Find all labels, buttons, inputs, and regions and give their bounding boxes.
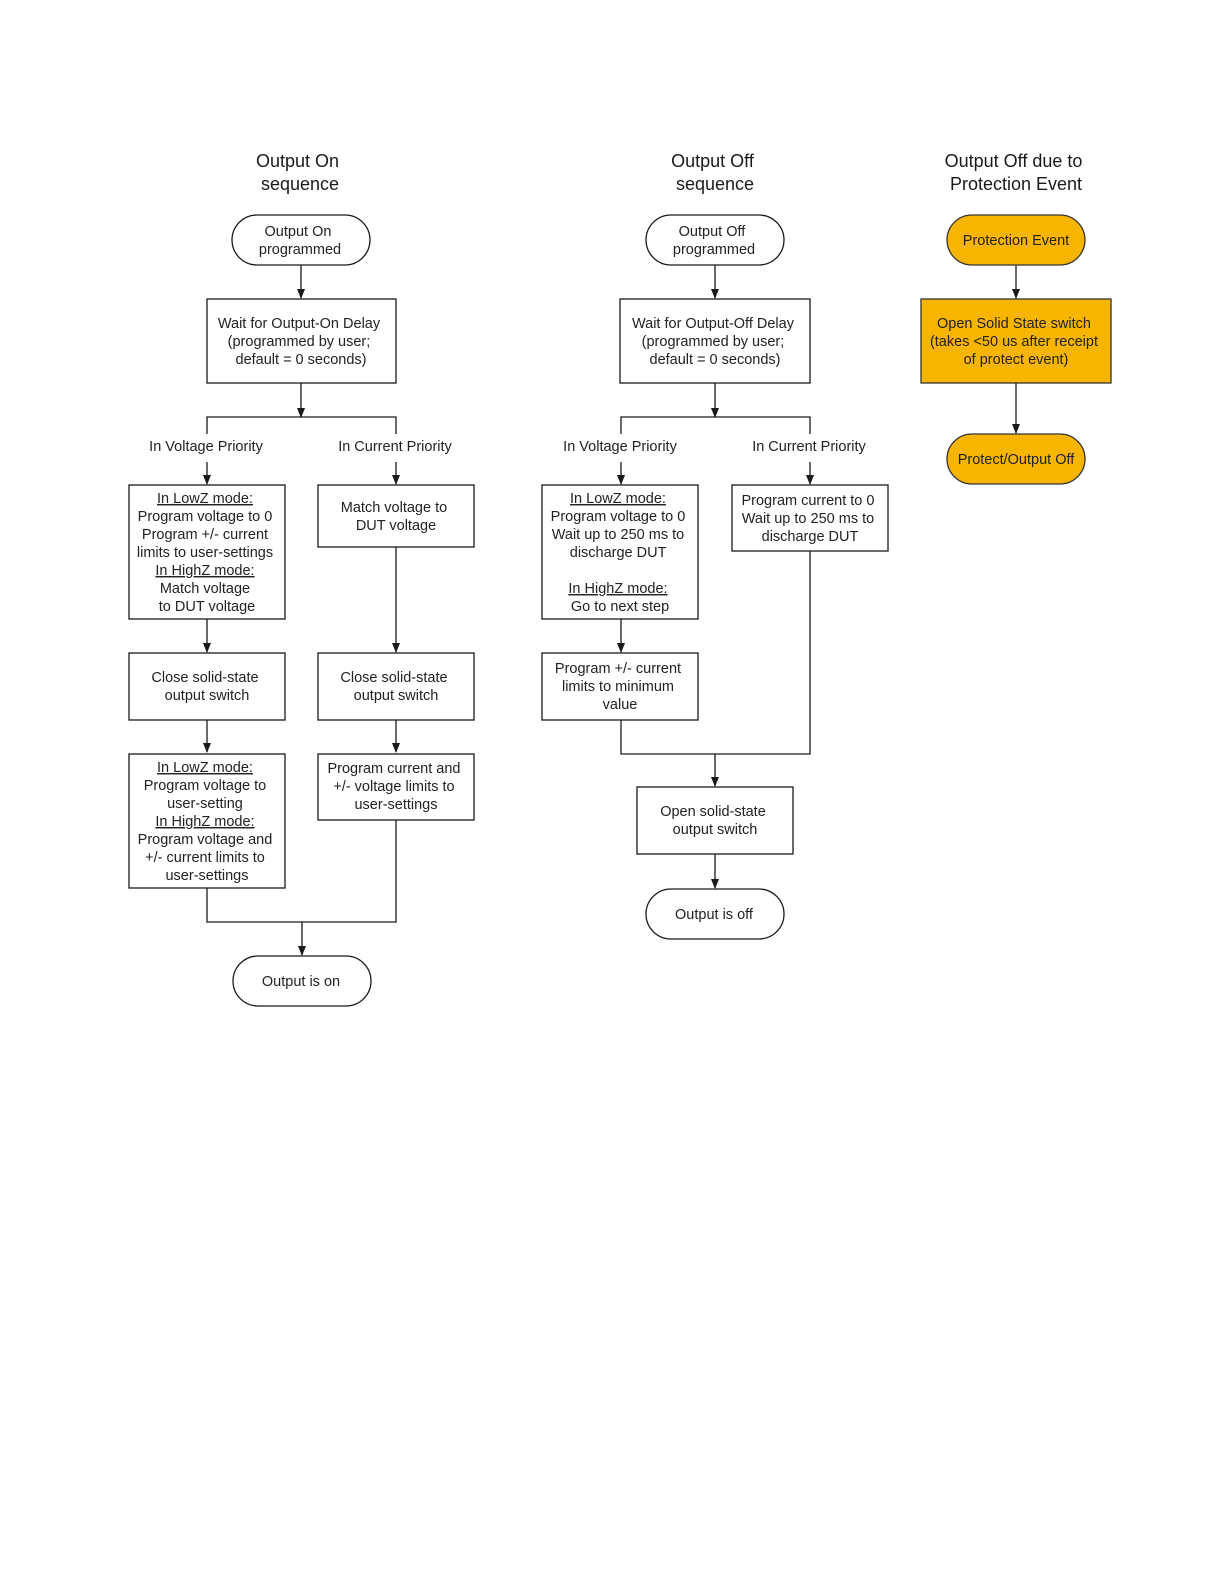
- process-off-current-priority-step-1: [731, 484, 889, 552]
- process-on-voltage-priority-step-2: [128, 652, 286, 721]
- label-on-current-step-2: Close solid-state output switch: [340, 670, 451, 704]
- label-output-off-delay: Wait for Output-Off Delay (programmed by…: [632, 316, 798, 368]
- title-output-off: Output Off sequence: [671, 151, 759, 194]
- title-output-on: Output On sequence: [256, 151, 344, 194]
- connector: [620, 416, 811, 434]
- label-output-off-programmed: Output Off programmed: [673, 224, 755, 258]
- branch-off-voltage-priority: In Voltage Priority: [563, 439, 677, 455]
- process-off-voltage-priority-step-1: [541, 484, 699, 620]
- label-on-current-step-3: Program current and +/- voltage limits t…: [327, 761, 464, 813]
- process-on-voltage-priority-step-3: [128, 753, 286, 889]
- terminal-output-off-programmed: [645, 214, 785, 266]
- branch-off-current-priority: In Current Priority: [752, 439, 866, 455]
- terminal-output-on-programmed: [231, 214, 371, 266]
- process-off-voltage-priority-step-2: [541, 652, 699, 721]
- label-off-current-step-1: Program current to 0 Wait up to 250 ms t…: [741, 493, 878, 545]
- shapes: [128, 214, 1112, 1007]
- label-protect-output-off: Protect/Output Off: [958, 452, 1076, 468]
- connectors: [203, 265, 1020, 956]
- process-open-solid-state-switch: [636, 786, 794, 855]
- terminal-output-is-off: [645, 888, 785, 940]
- process-open-solid-state-protect: [920, 298, 1112, 384]
- process-output-off-delay: [619, 298, 811, 384]
- terminal-protection-event: [946, 214, 1086, 266]
- label-protection-event: Protection Event: [963, 233, 1069, 249]
- label-on-current-step-1: Match voltage to DUT voltage: [341, 500, 451, 534]
- label-open-solid-state-switch: Open solid-state output switch: [660, 804, 770, 838]
- process-on-current-priority-step-2: [317, 652, 475, 721]
- branch-on-voltage-priority: In Voltage Priority: [149, 439, 263, 455]
- connector: [206, 416, 397, 434]
- label-open-solid-state-protect: Open Solid State switch (takes <50 us af…: [930, 316, 1102, 368]
- label-output-is-on: Output is on: [262, 974, 340, 990]
- label-on-voltage-step-1: In LowZ mode: Program voltage to 0 Progr…: [137, 491, 277, 615]
- terminal-output-is-on: [232, 955, 372, 1007]
- label-off-voltage-step-1: In LowZ mode: Program voltage to 0 Wait …: [551, 491, 690, 615]
- process-on-current-priority-step-3: [317, 753, 475, 821]
- title-protection: Output Off due to Protection Event: [945, 151, 1088, 194]
- process-on-current-priority-step-1: [317, 484, 475, 548]
- process-output-on-delay: [206, 298, 397, 384]
- label-on-voltage-step-2: Close solid-state output switch: [151, 670, 262, 704]
- terminal-protect-output-off: [946, 433, 1086, 485]
- label-output-is-off: Output is off: [675, 907, 754, 923]
- label-output-on-programmed: Output On programmed: [259, 224, 341, 258]
- label-output-on-delay: Wait for Output-On Delay (programmed by …: [218, 316, 384, 368]
- process-on-voltage-priority-step-1: [128, 484, 286, 620]
- label-off-voltage-step-2: Program +/- current limits to minimum va…: [555, 661, 685, 713]
- label-on-voltage-step-3: In LowZ mode: Program voltage to user-se…: [138, 760, 277, 884]
- branch-on-current-priority: In Current Priority: [338, 439, 452, 455]
